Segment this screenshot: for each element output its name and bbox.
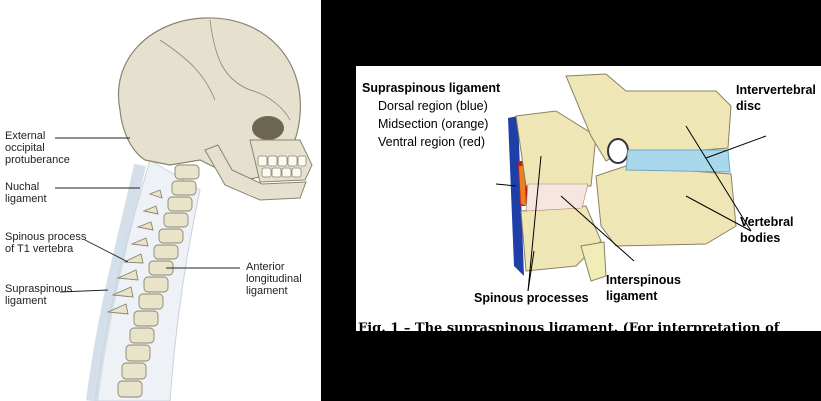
lower-vertebra [595, 165, 737, 247]
facet-joint [607, 138, 629, 164]
mandible [204, 144, 307, 201]
label-nuchal-ligament: Nuchal ligament [5, 181, 47, 205]
nuchal-ligament-shape [86, 163, 146, 401]
lumbar-ligament-illustration: Supraspinous ligament Dorsal region (blu… [356, 66, 821, 331]
label-anterior-longitudinal: Anterior longitudinal ligament [246, 261, 305, 297]
teeth [257, 155, 307, 178]
intervertebral-disc-label: Intervertebral disc [736, 83, 819, 113]
dorsal-region-blue [508, 116, 524, 276]
interspinous-ligament-label: Interspinous ligament [606, 273, 685, 303]
interspinous-ligament-shape [525, 183, 589, 212]
head-neck-illustration: External occipital protuberance Nuchal l… [0, 0, 321, 401]
label-spinous-process-t1: Spinous process of T1 vertebra [5, 231, 89, 255]
label-supraspinous-ligament-left: Supraspinous ligament [5, 283, 75, 307]
region-midsection-label: Midsection (orange) [378, 117, 488, 131]
intervertebral-disc-shape [625, 149, 731, 173]
spinous-processes-left [106, 189, 163, 315]
upper-spinous-process [515, 110, 597, 187]
cervical-vertebrae [117, 164, 200, 398]
upper-vertebra [565, 73, 732, 162]
region-ventral-label: Ventral region (red) [378, 135, 485, 149]
vertebrae-drawing: Supraspinous ligament Dorsal region (blu… [362, 73, 819, 305]
region-dorsal-label: Dorsal region (blue) [378, 99, 488, 113]
supraspinous-title: Supraspinous ligament [362, 81, 501, 95]
skull-spine-drawing: External occipital protuberance Nuchal l… [5, 17, 313, 401]
label-external-occipital: External occipital protuberance [5, 130, 70, 166]
spinous-processes-label: Spinous processes [474, 291, 589, 305]
skull [117, 17, 301, 181]
vertebral-bodies-label: Vertebral bodies [740, 215, 797, 245]
orbit [252, 116, 284, 140]
figure-caption: Fig. 1 – The supraspinous ligament. (For… [358, 321, 780, 331]
